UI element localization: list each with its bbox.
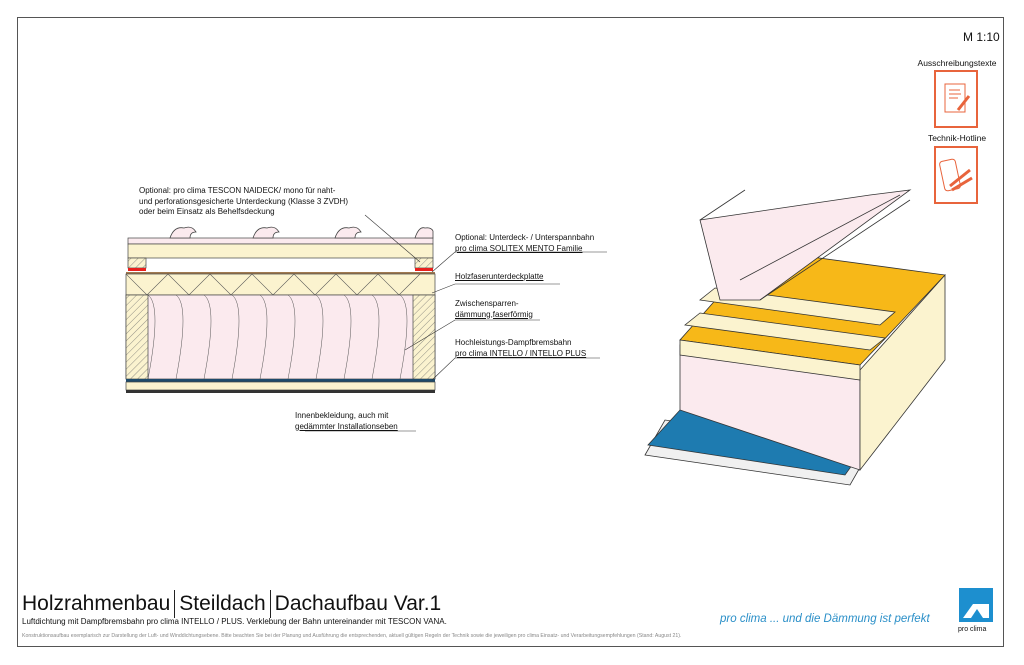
tile-batten-layer [127, 243, 434, 259]
slogan: pro clima ... und die Dämmung ist perfek… [720, 613, 930, 625]
annotation-line: Optional: pro clima TESCON NAIDECK/ mono… [139, 186, 336, 195]
document-pencil-icon [944, 83, 971, 113]
vapour-retarder [126, 379, 435, 382]
roof-tiles [127, 226, 434, 245]
annotation-line: Hochleistungs-Dampfbremsbahn [455, 338, 572, 347]
roof-isometric-view [644, 189, 946, 486]
annotation-intello: Hochleistungs-Dampfbremsbahn pro clima I… [455, 338, 586, 359]
annotation-innen: Innenbekleidung, auch mit gedämmter Inst… [295, 411, 398, 432]
annotation-line: pro clima INTELLO / INTELLO PLUS [455, 348, 587, 358]
leader-lines [305, 214, 607, 432]
sealing-tape [128, 268, 146, 271]
sealing-tape [415, 268, 433, 271]
annotation-solitex: Optional: Unterdeck- / Unterspannbahn pr… [455, 233, 594, 254]
counter-batten [127, 257, 147, 269]
page-title: Holzrahmenbau Steildach Dachaufbau Var.1 [22, 590, 441, 618]
pro-clima-logo [959, 588, 993, 622]
annotation-line: Zwischensparren- [455, 299, 519, 308]
rafter [412, 294, 436, 380]
annotation-line: Optional: Unterdeck- / Unterspannbahn [455, 233, 595, 242]
annotation-line: dämmung,faserförmig [455, 309, 533, 319]
roof-logo-icon [963, 604, 989, 618]
annotation-line: und perforationsgesicherte Unterdeckung … [139, 196, 348, 206]
annotation-line: gedämmter Installationseben [295, 421, 398, 431]
annotation-line: Innenbekleidung, auch mit [295, 411, 389, 420]
interior-cladding [126, 390, 435, 393]
annotation-naideck: Optional: pro clima TESCON NAIDECK/ mono… [139, 186, 348, 218]
logo-text: pro clima [958, 626, 987, 633]
disclaimer: Konstruktionsaufbau exemplarisch zur Dar… [22, 633, 682, 639]
rafter [125, 294, 149, 380]
underlay-membrane [126, 272, 435, 274]
drawing-frame [17, 17, 1004, 647]
annotation-holzfaser: Holzfaserunterdeckplatte [455, 272, 544, 281]
annotation-daemmung: Zwischensparren- dämmung,faserförmig [455, 299, 533, 320]
title-part: Steildach [179, 592, 266, 615]
annotation-line: pro clima SOLITEX MENTO Familie [455, 243, 583, 253]
title-part: Dachaufbau Var.1 [274, 592, 442, 615]
insulation [125, 294, 436, 380]
counter-batten [414, 257, 434, 269]
tender-texts-button[interactable] [934, 70, 978, 128]
hotline-button[interactable] [934, 146, 978, 204]
hotline-label: Technik-Hotline [927, 133, 987, 143]
phone-tools-icon [939, 158, 973, 192]
wood-fibre-board [125, 273, 436, 296]
subtitle: Luftdichtung mit Dampfbremsbahn pro clim… [22, 617, 447, 626]
interior-lining [125, 381, 436, 391]
annotation-line: oder beim Einsatz als Behelfsdeckung [139, 207, 275, 216]
title-divider [174, 590, 176, 618]
title-divider [269, 590, 271, 618]
title-part: Holzrahmenbau [22, 592, 171, 615]
scale-label: M 1:10 [963, 30, 1000, 44]
roof-section-drawing [125, 189, 946, 486]
tender-texts-label: Ausschreibungstexte [917, 58, 997, 68]
